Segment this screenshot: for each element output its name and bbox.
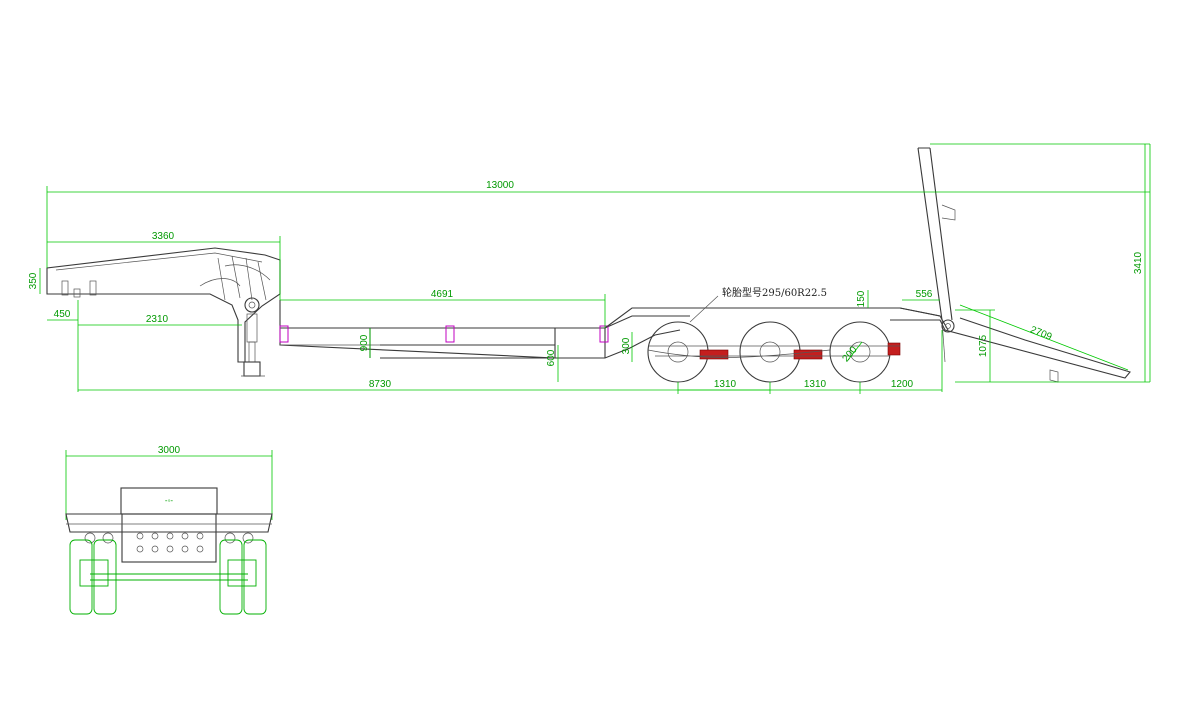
gooseneck (46, 247, 281, 377)
dim-axle-spacing-2: 1310 (804, 379, 827, 390)
dim-deck-length: 4691 (431, 289, 454, 300)
dim-gooseneck-height: 350 (28, 272, 39, 289)
dim-overall-height: 3410 (1133, 251, 1144, 274)
front-view-left-wheels (69, 539, 117, 615)
dim-kingpin-to-leg: 2310 (146, 314, 169, 325)
rear-ramp (890, 147, 1131, 383)
dim-deck-height-front: 900 (359, 334, 370, 351)
dim-deck-height-mid: 600 (546, 349, 557, 366)
dim-overall-length: 13000 (486, 180, 514, 191)
dim-kingpin-offset: 450 (54, 309, 71, 320)
dim-gooseneck-length: 3360 (152, 231, 175, 242)
dim-overall-width: 3000 (158, 445, 181, 456)
suspension-leaf-springs (647, 345, 900, 358)
front-view-holes (84, 532, 254, 553)
tire-note: 轮胎型号295/60R22.5 (722, 286, 827, 299)
dimension-lines (39, 143, 1151, 394)
lowbed-deck (279, 300, 941, 359)
front-view-right-wheels (219, 539, 267, 615)
svg-text:-◦-: -◦- (165, 496, 174, 505)
dim-rear-deck-length: 556 (916, 289, 933, 300)
dim-rear-overhang: 1200 (891, 379, 914, 390)
dim-rear-height: 1075 (978, 334, 989, 357)
dim-ramp-rise: 150 (856, 290, 867, 307)
dim-small-a: 300 (621, 337, 632, 354)
dim-axle-spacing-1: 1310 (714, 379, 737, 390)
wheel-axle-3 (829, 321, 901, 383)
front-view: 3000 -◦- (65, 445, 273, 615)
dim-kingpin-to-axle: 8730 (369, 379, 392, 390)
side-view: 轮胎型号295/60R22.5 (28, 143, 1151, 394)
dim-ramp-length: 2709 (1029, 324, 1054, 343)
